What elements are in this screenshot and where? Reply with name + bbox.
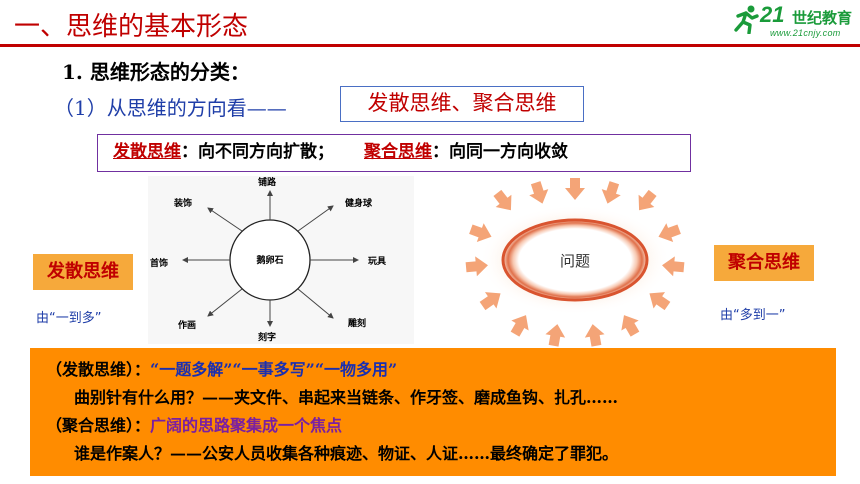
divergent-diagram: 鹅卵石 铺路 健身球 玩具 雕刻 刻字 作画 首饰 装饰 [148,176,414,344]
divergent-caption: 由“一到多” [36,311,102,326]
title-underline [0,44,860,47]
conv-label: （聚合思维）： [46,416,151,435]
convergent-desc: ：向同一方向收敛 [432,142,568,162]
section-heading: 1. 思维形态的分类： [62,60,250,84]
convergent-diagram: 问题 [440,172,710,348]
spoke-label: 健身球 [345,197,373,209]
logo-name: 世纪教育 [792,9,853,27]
divergent-example-heading: （发散思维）：“一题多解”“一事多写”“一物多用” [46,356,836,384]
spoke-label: 首饰 [150,257,168,269]
spoke-arrow [207,288,243,317]
spoke-label: 雕刻 [348,317,366,329]
spoke-label: 作画 [178,319,196,331]
div-points: “一题多解”“一事多写”“一物多用” [150,360,398,379]
div-label: （发散思维）： [46,360,151,379]
logo-number: 21 [760,2,785,27]
direction-answer-box: 发散思维、聚合思维 [340,86,584,122]
diagram-center-label: 问题 [560,252,590,270]
spoke-label: 刻字 [258,331,276,343]
convergent-tag: 聚合思维 [714,245,814,281]
brand-logo: 21 世纪教育 www.21cnjy.com [730,2,858,42]
spoke-arrow [297,288,334,319]
definition-box: 发散思维：向不同方向扩散； 聚合思维：向同一方向收敛 [97,134,691,172]
convergent-example: 谁是作案人？——公安人员收集各种痕迹、物证、人证……最终确定了罪犯。 [74,444,619,463]
convergent-example-heading: （聚合思维）：广阔的思路聚集成一个焦点 [46,412,836,440]
problem-ellipse [501,218,649,302]
divergent-example: 曲别针有什么用？——夹文件、串起来当链条、作牙签、磨成鱼钩、扎孔…… [74,388,619,407]
spoke-label: 玩具 [368,256,386,267]
spoke-label: 铺路 [258,176,277,188]
direction-prompt: （1）从思维的方向看—— [54,96,287,120]
examples-box: （发散思维）：“一题多解”“一事多写”“一物多用” 曲别针有什么用？——夹文件、… [30,348,836,476]
runner-icon [734,5,759,34]
spoke-arrow [207,207,243,232]
convergent-term: 聚合思维 [364,142,432,162]
spoke-arrow [297,205,334,232]
convergent-caption: 由“多到一” [720,308,786,323]
divergent-desc: ：向不同方向扩散； [181,142,334,162]
spoke-label: 装饰 [173,197,192,209]
page-title: 一、思维的基本形态 [14,12,249,42]
conv-point: 广阔的思路聚集成一个焦点 [150,416,343,435]
divergent-term: 发散思维 [113,142,181,162]
divergent-tag: 发散思维 [33,254,133,290]
logo-url: www.21cnjy.com [770,28,841,38]
diagram-center-label: 鹅卵石 [256,254,283,266]
